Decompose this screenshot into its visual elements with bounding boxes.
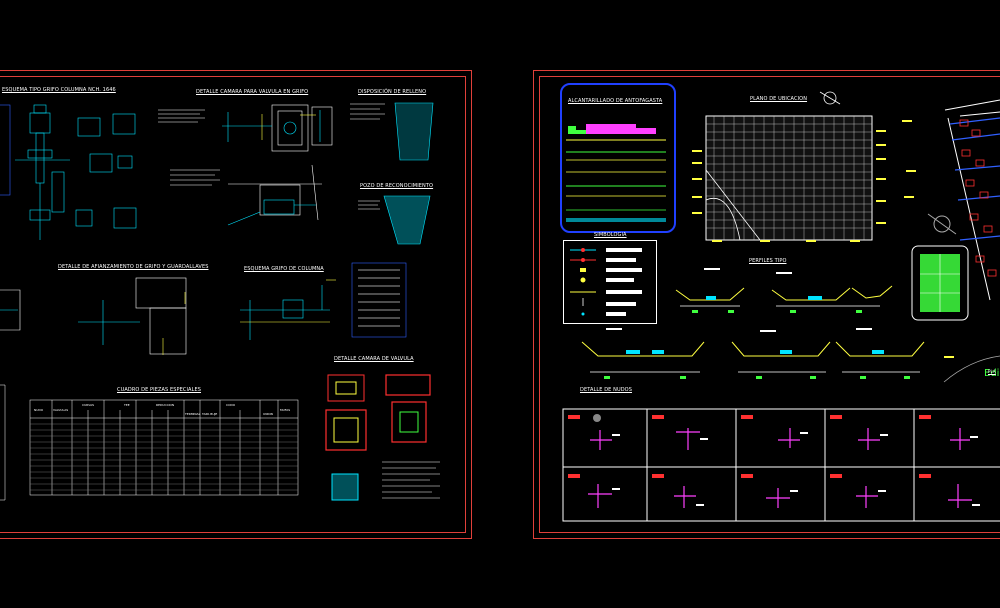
title-pozo-reconocimiento: POZO DE RECONOCIMIENTO (360, 183, 434, 189)
table-header-mufas: MUFAS (280, 408, 291, 412)
title-esquema-columna: ESQUEMA GRIFO DE COLUMNA (244, 266, 324, 272)
left-drawing-sheet (0, 70, 472, 539)
right-drawing-sheet (533, 70, 1000, 539)
title-partial-plano: PLA (988, 369, 996, 374)
title-esquema-grifo: ESQUEMA TIPO GRIFO COLUMNA NCH. 1646 (2, 87, 116, 93)
simbologia-box (563, 240, 657, 324)
table-header-curvas: CURVAS (82, 403, 95, 407)
table-header-valvulas: VALVULAS (53, 408, 69, 412)
title-cuadro-piezas: CUADRO DE PIEZAS ESPECIALES (117, 387, 201, 393)
table-header-nudo: NUDO (34, 408, 44, 412)
title-afianzamiento: DETALLE DE AFIANZAMIENTO DE GRIFO Y GUAR… (58, 264, 209, 270)
title-alcantarillado: ALCANTARILLADO DE ANTOFAGASTA (568, 98, 663, 104)
table-header-tee: TEE (124, 403, 130, 407)
table-header-codo: CODO (226, 403, 236, 407)
title-camara-valvula: DETALLE CAMARA DE VALVULA (334, 356, 414, 362)
table-header-terminal: TERMINAL (185, 412, 201, 416)
title-perfiles-tipo: PERFILES TIPO (749, 258, 787, 264)
table-header-tapa-buje: TAPA BUJE (202, 412, 218, 416)
right-sheet-inner-frame (539, 76, 1000, 533)
alcantarillado-panel (560, 83, 676, 233)
table-header-union: UNION (263, 412, 273, 416)
title-detalle-nudos: DETALLE DE NUDOS (580, 387, 632, 393)
left-sheet-inner-frame (0, 76, 466, 533)
title-simbologia: SIMBOLOGIA (594, 232, 627, 238)
table-header-reduccion: REDUCCION (156, 403, 175, 407)
title-disposicion-relleno: DISPOSICIÓN DE RELLENO (358, 89, 427, 95)
edi-label: Edi (984, 368, 1000, 379)
title-detalle-camara-grifo: DETALLE CAMARA PARA VALVULA EN GRIFO (196, 89, 309, 95)
title-plano-ubicacion: PLANO DE UBICACION (750, 96, 808, 102)
